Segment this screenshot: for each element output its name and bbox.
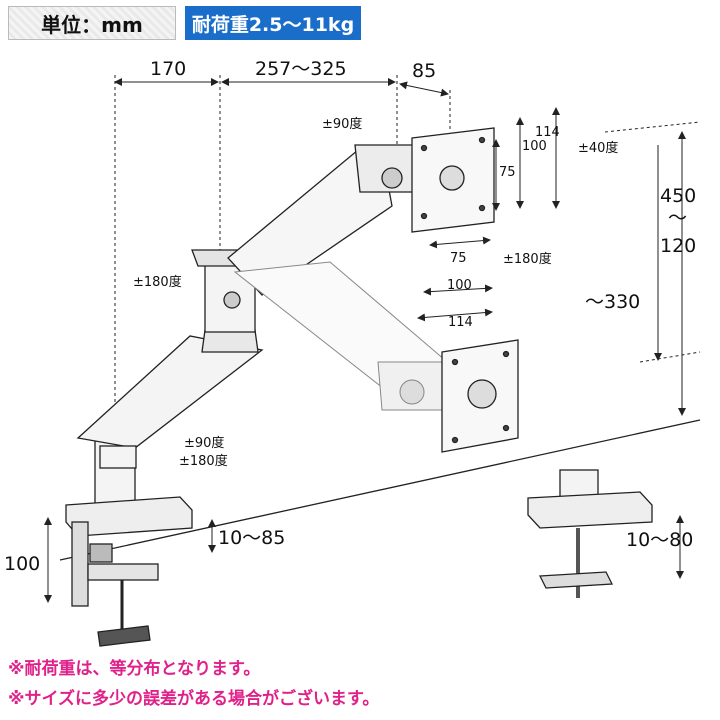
dim-head-offset: 85 bbox=[412, 60, 436, 82]
note-size-tolerance: ※サイズに多少の誤差がある場合がございます。 bbox=[8, 689, 380, 709]
rot-swivel-base-1: ±90度 bbox=[184, 435, 224, 451]
load-capacity-badge: 耐荷重2.5〜11kg bbox=[185, 6, 361, 40]
base-clamp bbox=[65, 439, 193, 647]
lower-arm bbox=[76, 329, 264, 469]
upper-arm-raised bbox=[227, 144, 423, 296]
dim-height-low: 〜330 bbox=[585, 291, 640, 313]
unit-label: 単位：mm bbox=[8, 6, 176, 40]
dim-clamp-height: 100 bbox=[4, 553, 40, 575]
dim-vesa-h-114: 114 bbox=[448, 315, 473, 330]
dim-vesa-v-114: 114 bbox=[535, 125, 560, 140]
dim-arm-reach: 257〜325 bbox=[255, 58, 347, 80]
grommet-mount bbox=[527, 469, 653, 598]
dim-height-min: 120 bbox=[660, 235, 696, 257]
dim-grommet-range: 10〜80 bbox=[626, 529, 693, 551]
rot-swivel-base-2: ±180度 bbox=[179, 453, 228, 469]
upper-arm-lowered bbox=[233, 261, 449, 411]
rot-rotate-head: ±180度 bbox=[503, 251, 552, 267]
dim-vesa-v-100: 100 bbox=[522, 139, 547, 154]
dim-vesa-v-75: 75 bbox=[499, 165, 516, 180]
dim-vesa-h-100: 100 bbox=[447, 278, 472, 293]
dim-clamp-range: 10〜85 bbox=[218, 527, 285, 549]
dim-height-max: 450 bbox=[660, 185, 696, 207]
vesa-plate-raised bbox=[411, 127, 495, 233]
note-load-distribution: ※耐荷重は、等分布となります。 bbox=[8, 659, 261, 679]
vesa-plate-lowered bbox=[441, 339, 519, 453]
rot-tilt: ±40度 bbox=[578, 140, 618, 156]
rot-swivel-mid: ±180度 bbox=[133, 274, 182, 290]
desk-edge-line bbox=[59, 419, 701, 561]
rot-swivel-head: ±90度 bbox=[322, 116, 362, 132]
dim-vesa-h-75: 75 bbox=[450, 251, 467, 266]
dim-height-tilde: 〜 bbox=[668, 207, 687, 229]
dim-depth-base: 170 bbox=[150, 58, 186, 80]
